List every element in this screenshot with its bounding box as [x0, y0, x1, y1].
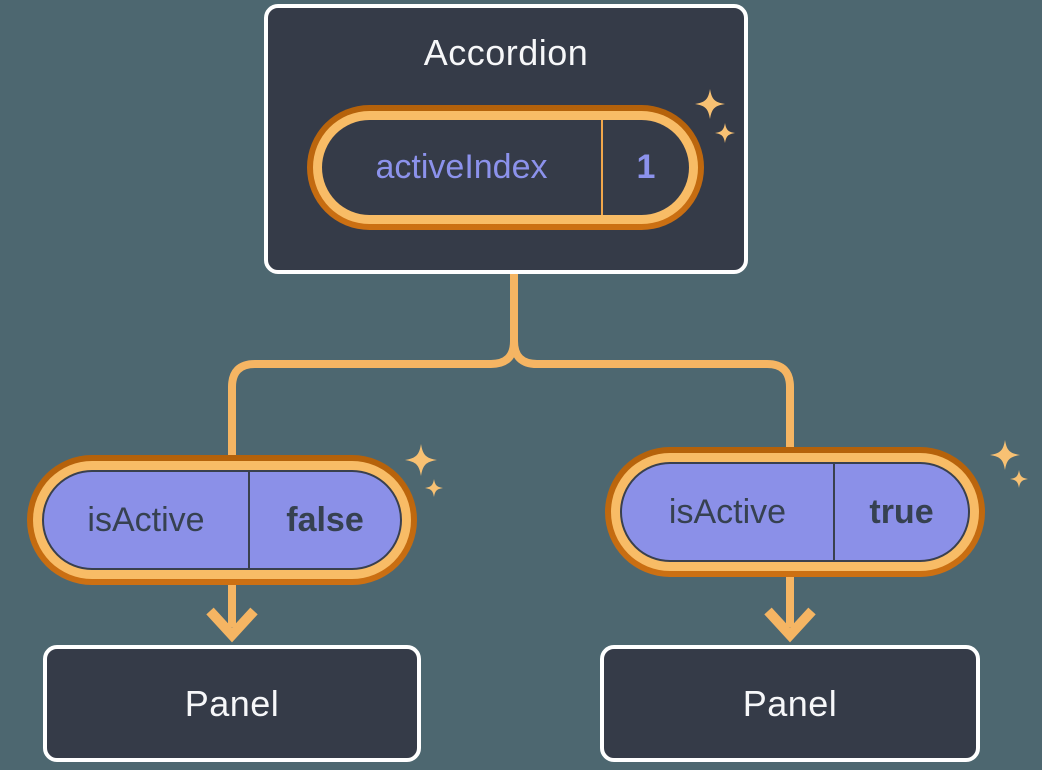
panel-title-left: Panel — [184, 682, 280, 724]
sparkle-icon — [405, 444, 443, 497]
panel-title-right: Panel — [742, 682, 838, 724]
left-branch-line — [228, 340, 518, 468]
is-active-value-left: false — [286, 500, 364, 539]
accordion-title: Accordion — [423, 32, 589, 73]
right-branch-line — [510, 340, 794, 460]
sparkle-icon — [695, 89, 735, 143]
left-arrow-head — [206, 607, 258, 643]
panel-component-box-right: Panel — [600, 645, 980, 762]
is-active-pill-right: isActive true — [605, 447, 985, 577]
accordion-component-box: Accordion activeIndex 1 — [264, 4, 748, 274]
sparkle-icon — [990, 440, 1028, 488]
is-active-label-right: isActive — [668, 492, 787, 531]
pill-divider — [601, 120, 603, 215]
panel-component-box-left: Panel — [43, 645, 421, 762]
pill-divider — [248, 472, 250, 568]
state-pill-value: 1 — [636, 148, 656, 186]
active-index-state-pill: activeIndex 1 — [307, 105, 704, 230]
is-active-label-left: isActive — [87, 500, 205, 539]
state-pill-label: activeIndex — [375, 148, 548, 186]
right-arrow-head — [764, 607, 816, 643]
is-active-value-right: true — [869, 492, 934, 531]
pill-divider — [833, 464, 835, 560]
is-active-pill-left: isActive false — [27, 455, 417, 585]
